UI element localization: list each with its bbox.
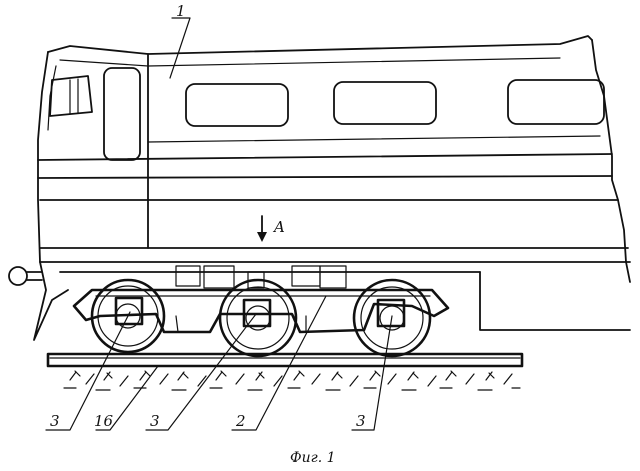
label-bogie-frame: 2 [235, 412, 246, 430]
label-body: 1 [176, 2, 186, 20]
label-axle-box-right: 3 [356, 412, 366, 430]
label-axle-box-middle: 3 [150, 412, 160, 430]
locomotive-body [9, 36, 630, 340]
buffer-icon [9, 267, 27, 285]
view-direction-arrow [257, 216, 267, 242]
label-rail: 16 [94, 412, 114, 430]
figure-caption: Фиг. 1 [290, 450, 336, 466]
label-direction-a: A [272, 218, 285, 236]
rail [48, 354, 522, 366]
ground-hatching [64, 371, 520, 390]
wheelset-middle [220, 280, 296, 356]
label-axle-box-left: 3 [50, 412, 60, 430]
axle-box-left [116, 298, 142, 324]
leader-lines [46, 18, 392, 430]
